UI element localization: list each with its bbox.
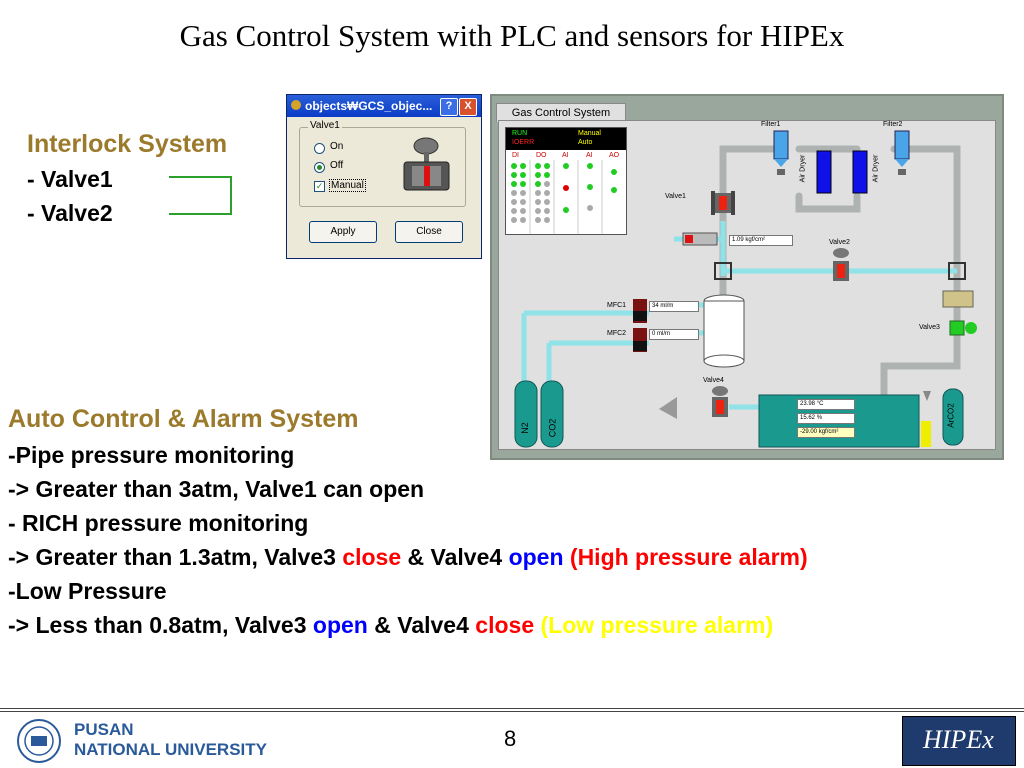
footer-divider: [0, 708, 1024, 709]
auto-line-pipe-pressure: -Pipe pressure monitoring: [8, 442, 295, 468]
io-col-di: DI: [512, 152, 519, 159]
status-ioerr: IOERR: [512, 139, 535, 146]
group-label: Valve1: [308, 120, 342, 131]
valve1-group: Valve1 On Off ✓ Manual: [299, 120, 466, 207]
interlock-item-valve1: - Valve1: [27, 166, 113, 192]
status-run: RUN: [512, 130, 528, 137]
auto-line-high-pressure: -> Greater than 1.3atm, Valve3 close & V…: [8, 544, 808, 570]
mfc2-readout: 0 ml/m: [649, 329, 699, 340]
auto-line-low-pressure-action: -> Less than 0.8atm, Valve3 open & Valve…: [8, 612, 774, 638]
label-mfc2: MFC2: [607, 330, 627, 337]
dialog-title: objects₩GCS_objec...: [305, 99, 433, 113]
valve1-dialog: objects₩GCS_objec... ? X Valve1 On Off ✓…: [286, 94, 482, 259]
status-auto: Auto: [578, 139, 593, 146]
university-name-line1: PUSAN: [74, 720, 134, 739]
pressure-readout: 1.09 kgf/cm²: [729, 235, 793, 246]
auto-line-rich-pressure: - RICH pressure monitoring: [8, 510, 309, 536]
label-arco2: ArCO2: [946, 403, 956, 428]
rich-pressure-readout: -29.00 kgf/cm²: [797, 427, 855, 438]
gcs-canvas: RUN IOERR Manual Auto DI DO AI AI AO: [498, 120, 996, 450]
io-led-grid: [511, 160, 617, 234]
slide-title: Gas Control System with PLC and sensors …: [179, 18, 845, 53]
status-manual: Manual: [578, 130, 601, 137]
help-button[interactable]: ?: [440, 98, 458, 116]
university-name-line2: NATIONAL UNIVERSITY: [74, 740, 267, 759]
label-air-dryer1: Air Dryer: [799, 154, 807, 183]
manual-checkbox[interactable]: ✓: [314, 181, 325, 192]
plc-status-panel: RUN IOERR Manual Auto DI DO AI AI AO: [505, 127, 627, 235]
io-col-ao: AO: [609, 152, 620, 159]
university-emblem-icon: [17, 719, 61, 763]
radio-on-label: On: [330, 141, 344, 152]
label-filter2: Filter2: [883, 121, 903, 128]
app-icon: [291, 100, 301, 110]
label-n2: N2: [519, 422, 530, 434]
io-col-ai1: AI: [562, 152, 569, 159]
interlock-item-valve2: - Valve2: [27, 200, 113, 226]
footer-divider-2: [0, 711, 1024, 712]
interlock-bracket: [169, 176, 232, 215]
valve-icon: [403, 137, 450, 191]
humidity-readout: 15.62 %: [797, 413, 855, 424]
apply-button[interactable]: Apply: [309, 221, 377, 243]
label-valve2: Valve2: [829, 239, 850, 246]
io-col-do: DO: [536, 152, 547, 159]
radio-off[interactable]: [314, 162, 325, 173]
close-window-button[interactable]: X: [459, 98, 477, 116]
piping-diagram: [514, 130, 977, 448]
io-col-ai2: AI: [586, 152, 593, 159]
auto-line-low-pressure: -Low Pressure: [8, 578, 167, 604]
auto-line-valve1: -> Greater than 3atm, Valve1 can open: [8, 476, 425, 502]
temperature-readout: 23.98 °C: [797, 399, 855, 410]
gas-control-panel: Gas Control System RUN IOERR Manual Auto…: [490, 94, 1004, 460]
radio-off-label: Off: [330, 160, 344, 171]
gcs-title: Gas Control System: [496, 103, 626, 122]
mfc1-readout: 34 ml/m: [649, 301, 699, 312]
dialog-titlebar[interactable]: objects₩GCS_objec... ? X: [287, 95, 481, 117]
label-co2: CO2: [547, 418, 558, 438]
auto-control-heading: Auto Control & Alarm System: [8, 405, 359, 433]
label-filter1: Filter1: [761, 121, 781, 128]
interlock-heading: Interlock System: [27, 130, 228, 158]
label-valve1: Valve1: [665, 193, 686, 200]
label-valve4: Valve4: [703, 377, 724, 384]
manual-checkbox-label: Manual: [329, 179, 366, 192]
close-button[interactable]: Close: [395, 221, 463, 243]
hipex-logo: HIPEx: [902, 716, 1016, 766]
radio-on[interactable]: [314, 143, 325, 154]
label-air-dryer2: Air Dryer: [872, 154, 880, 183]
label-valve3: Valve3: [919, 324, 940, 331]
hipex-logo-text: HIPEx: [923, 725, 994, 754]
page-number: 8: [504, 726, 517, 751]
label-mfc1: MFC1: [607, 302, 627, 309]
